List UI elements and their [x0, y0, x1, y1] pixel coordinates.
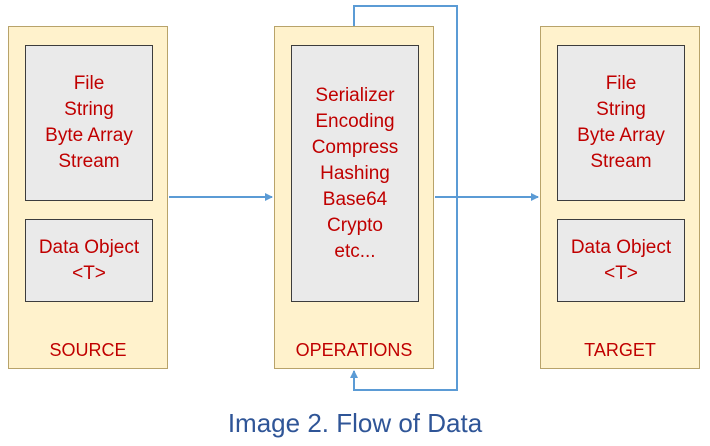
- target-types-box: File String Byte Array Stream: [557, 45, 685, 201]
- target-column: File String Byte Array Stream Data Objec…: [540, 26, 700, 369]
- operation-crypto: Crypto: [327, 214, 383, 236]
- source-column: File String Byte Array Stream Data Objec…: [8, 26, 168, 369]
- operation-compress: Compress: [311, 136, 399, 158]
- target-object-name: Data Object: [570, 236, 672, 258]
- target-type-stream: Stream: [590, 151, 652, 172]
- source-object-generic: <T>: [72, 262, 106, 284]
- source-type-byte-array: Byte Array: [45, 125, 133, 146]
- operations-column: Serializer Encoding Compress Hashing Bas…: [274, 26, 434, 369]
- operations-loop-arrow: [350, 5, 458, 391]
- source-object-box: Data Object <T>: [25, 219, 153, 302]
- operations-box: Serializer Encoding Compress Hashing Bas…: [291, 45, 419, 302]
- target-type-byte-array: Byte Array: [577, 125, 665, 146]
- source-type-string: String: [64, 99, 114, 120]
- target-type-file: File: [605, 73, 637, 94]
- operation-hashing: Hashing: [320, 162, 390, 184]
- target-object-generic: <T>: [604, 262, 638, 284]
- source-type-file: File: [73, 73, 105, 94]
- target-label: TARGET: [584, 340, 656, 360]
- operation-encoding: Encoding: [315, 110, 395, 132]
- source-types-box: File String Byte Array Stream: [25, 45, 153, 201]
- operation-base64: Base64: [322, 188, 388, 210]
- operation-etc: etc...: [334, 240, 376, 262]
- source-object-name: Data Object: [38, 236, 140, 258]
- source-label: SOURCE: [49, 340, 127, 360]
- target-type-string: String: [596, 99, 646, 120]
- figure-caption: Image 2. Flow of Data: [227, 408, 483, 438]
- operations-label: OPERATIONS: [295, 340, 413, 360]
- operation-serializer: Serializer: [315, 84, 395, 106]
- target-object-box: Data Object <T>: [557, 219, 685, 302]
- source-type-stream: Stream: [58, 151, 120, 172]
